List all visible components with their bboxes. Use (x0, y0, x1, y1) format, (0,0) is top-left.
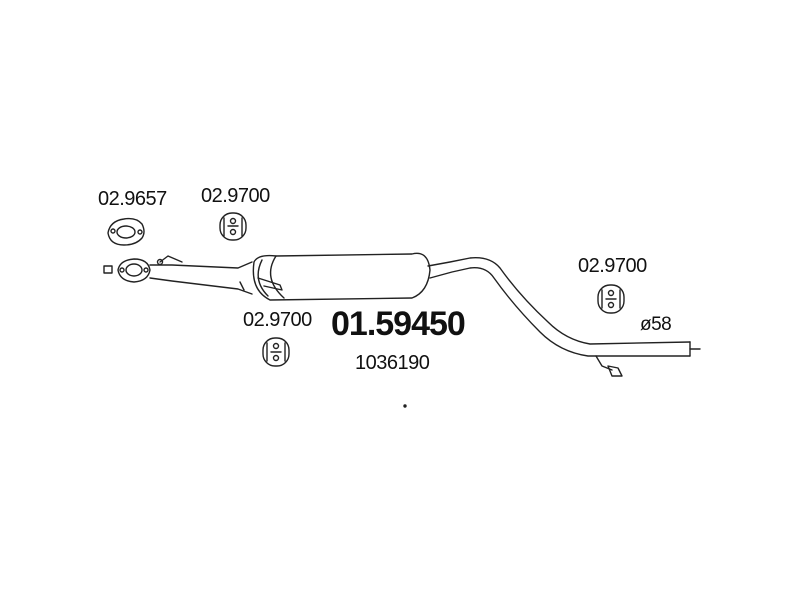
gasket-icon (107, 217, 145, 246)
main-part-number: 01.59450 (331, 305, 466, 343)
alt-part-number: 1036190 (355, 352, 430, 374)
pipe-diameter-label: ø58 (640, 314, 672, 335)
front-pipe (149, 255, 253, 295)
marker-dot (403, 404, 407, 408)
rubber-hanger-icon-top-left (219, 212, 247, 241)
hanger-part-label-bottom-left: 02.9700 (243, 309, 312, 331)
hanger-part-label-top-left: 02.9700 (201, 185, 270, 207)
rubber-hanger-icon-right (597, 284, 625, 314)
hanger-part-label-right: 02.9700 (578, 255, 647, 277)
muffler-body (252, 252, 431, 301)
rubber-hanger-icon-bottom-left (262, 337, 290, 367)
gasket-part-label: 02.9657 (98, 188, 167, 210)
rear-pipe (427, 257, 701, 377)
inlet-flange-icon (103, 258, 151, 283)
